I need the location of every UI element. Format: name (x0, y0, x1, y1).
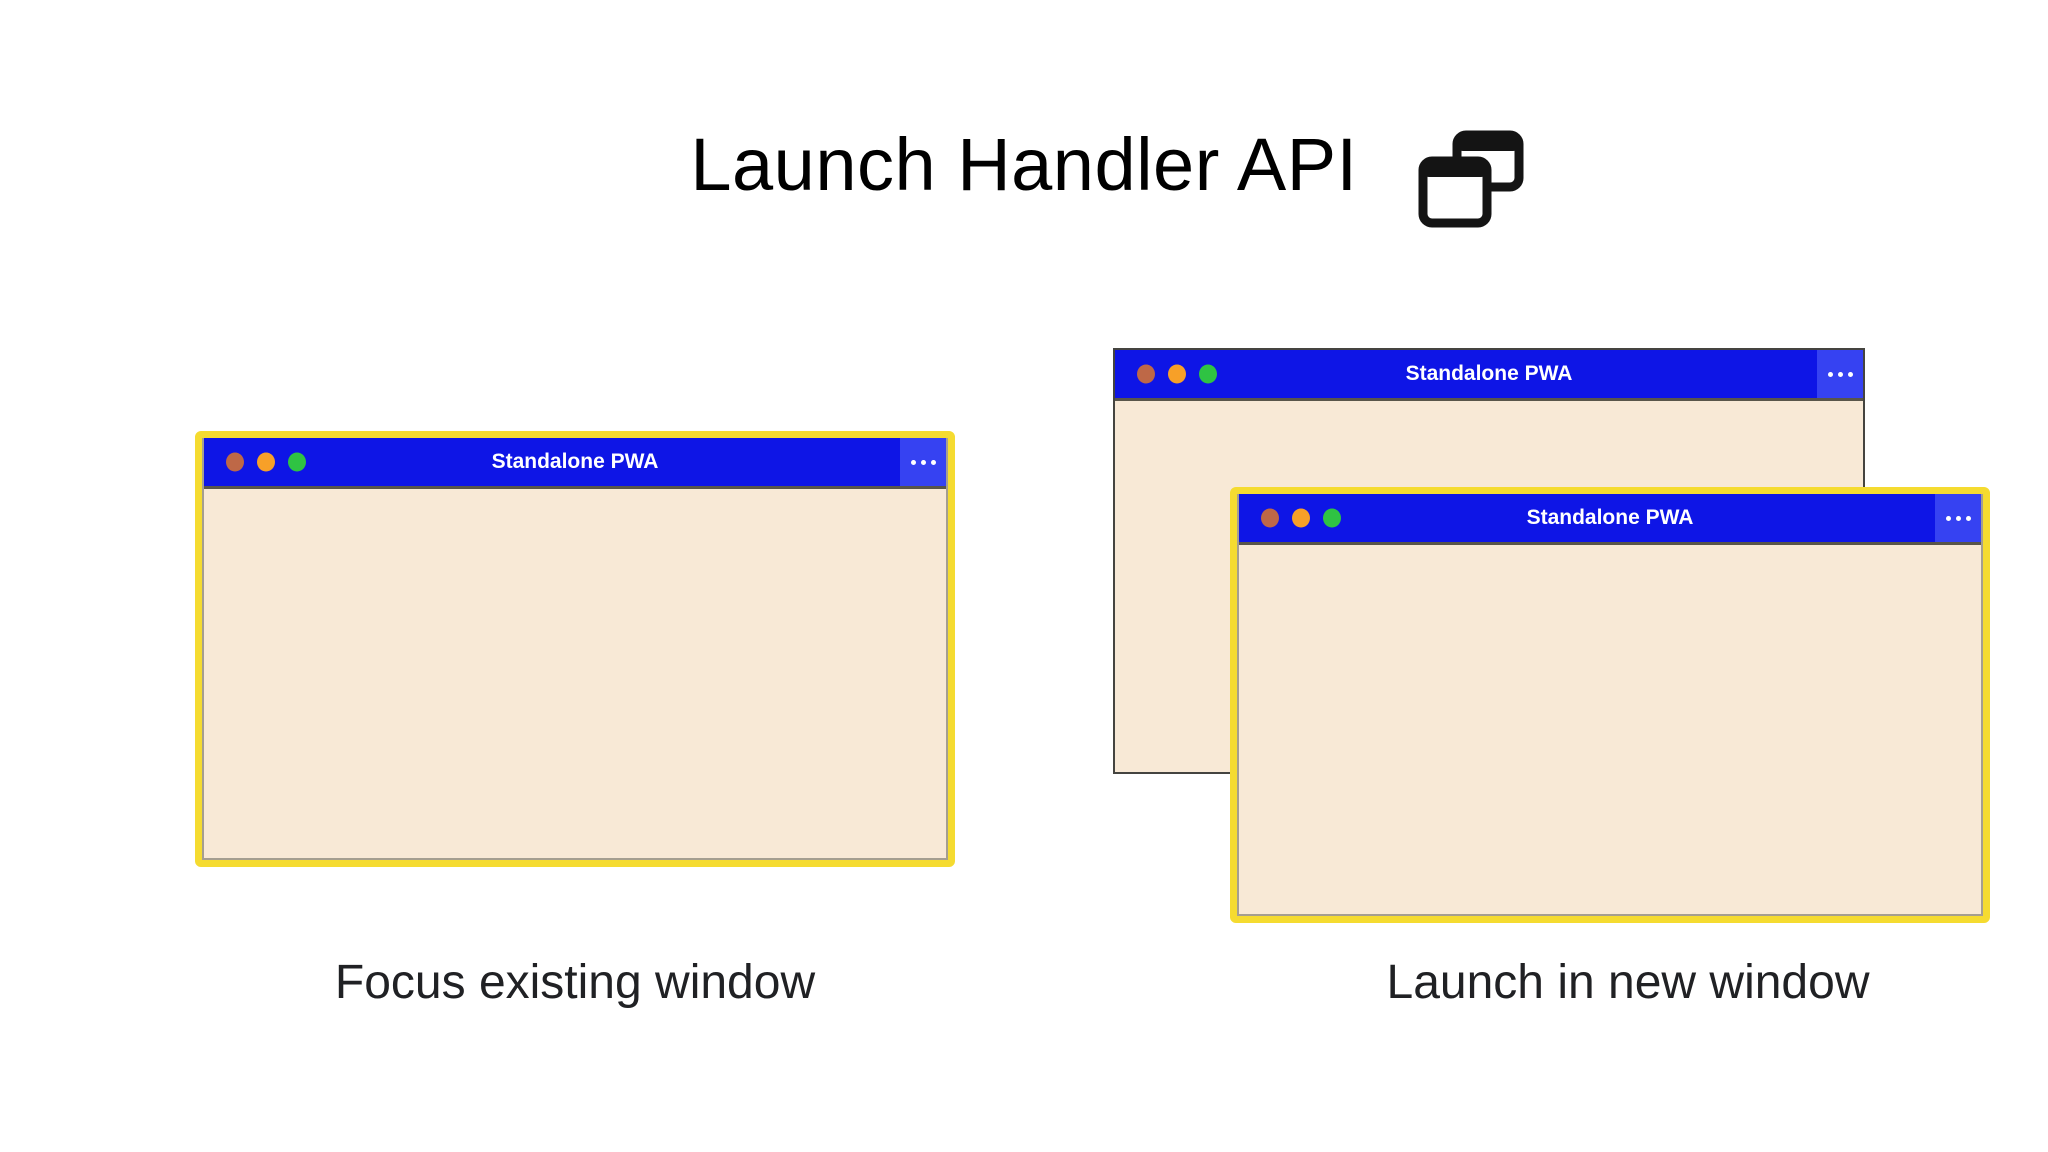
pwa-window-focused: Standalone PWA (195, 431, 955, 867)
header: Launch Handler API (0, 128, 2048, 202)
maximize-dot-icon (1199, 364, 1217, 384)
window-content: Standalone PWA (1237, 494, 1983, 916)
pwa-window-new: Standalone PWA (1230, 487, 1990, 923)
traffic-lights (1261, 508, 1341, 528)
window-titlebar: Standalone PWA (1239, 494, 1981, 545)
ellipsis-dot (930, 459, 936, 465)
ellipsis-dot (1847, 371, 1853, 377)
overlapping-windows-icon (1418, 130, 1524, 228)
page-title: Launch Handler API (690, 123, 1358, 206)
ellipsis-dot (1945, 515, 1951, 521)
caption-focus-existing-window: Focus existing window (334, 956, 816, 1009)
ellipsis-dot (1837, 371, 1843, 377)
window-title: Standalone PWA (1526, 506, 1694, 529)
window-titlebar: Standalone PWA (204, 438, 946, 489)
window-titlebar: Standalone PWA (1115, 350, 1863, 401)
traffic-lights (226, 452, 306, 472)
ellipsis-dot (910, 459, 916, 465)
ellipsis-dot (1827, 371, 1833, 377)
traffic-lights (1137, 364, 1217, 384)
caption-launch-in-new-window: Launch in new window (1386, 956, 1870, 1009)
close-dot-icon (1261, 508, 1279, 528)
window-content: Standalone PWA (202, 438, 948, 860)
minimize-dot-icon (1292, 508, 1310, 528)
minimize-dot-icon (1168, 364, 1186, 384)
close-dot-icon (226, 452, 244, 472)
maximize-dot-icon (288, 452, 306, 472)
minimize-dot-icon (257, 452, 275, 472)
window-title: Standalone PWA (1405, 362, 1573, 385)
ellipsis-dot (1955, 515, 1961, 521)
ellipsis-menu-icon (900, 438, 946, 486)
window-title: Standalone PWA (491, 450, 659, 473)
ellipsis-dot (1965, 515, 1971, 521)
ellipsis-menu-icon (1817, 350, 1863, 398)
ellipsis-menu-icon (1935, 494, 1981, 542)
maximize-dot-icon (1323, 508, 1341, 528)
window-content: Standalone PWA (1115, 350, 1863, 772)
ellipsis-dot (920, 459, 926, 465)
close-dot-icon (1137, 364, 1155, 384)
